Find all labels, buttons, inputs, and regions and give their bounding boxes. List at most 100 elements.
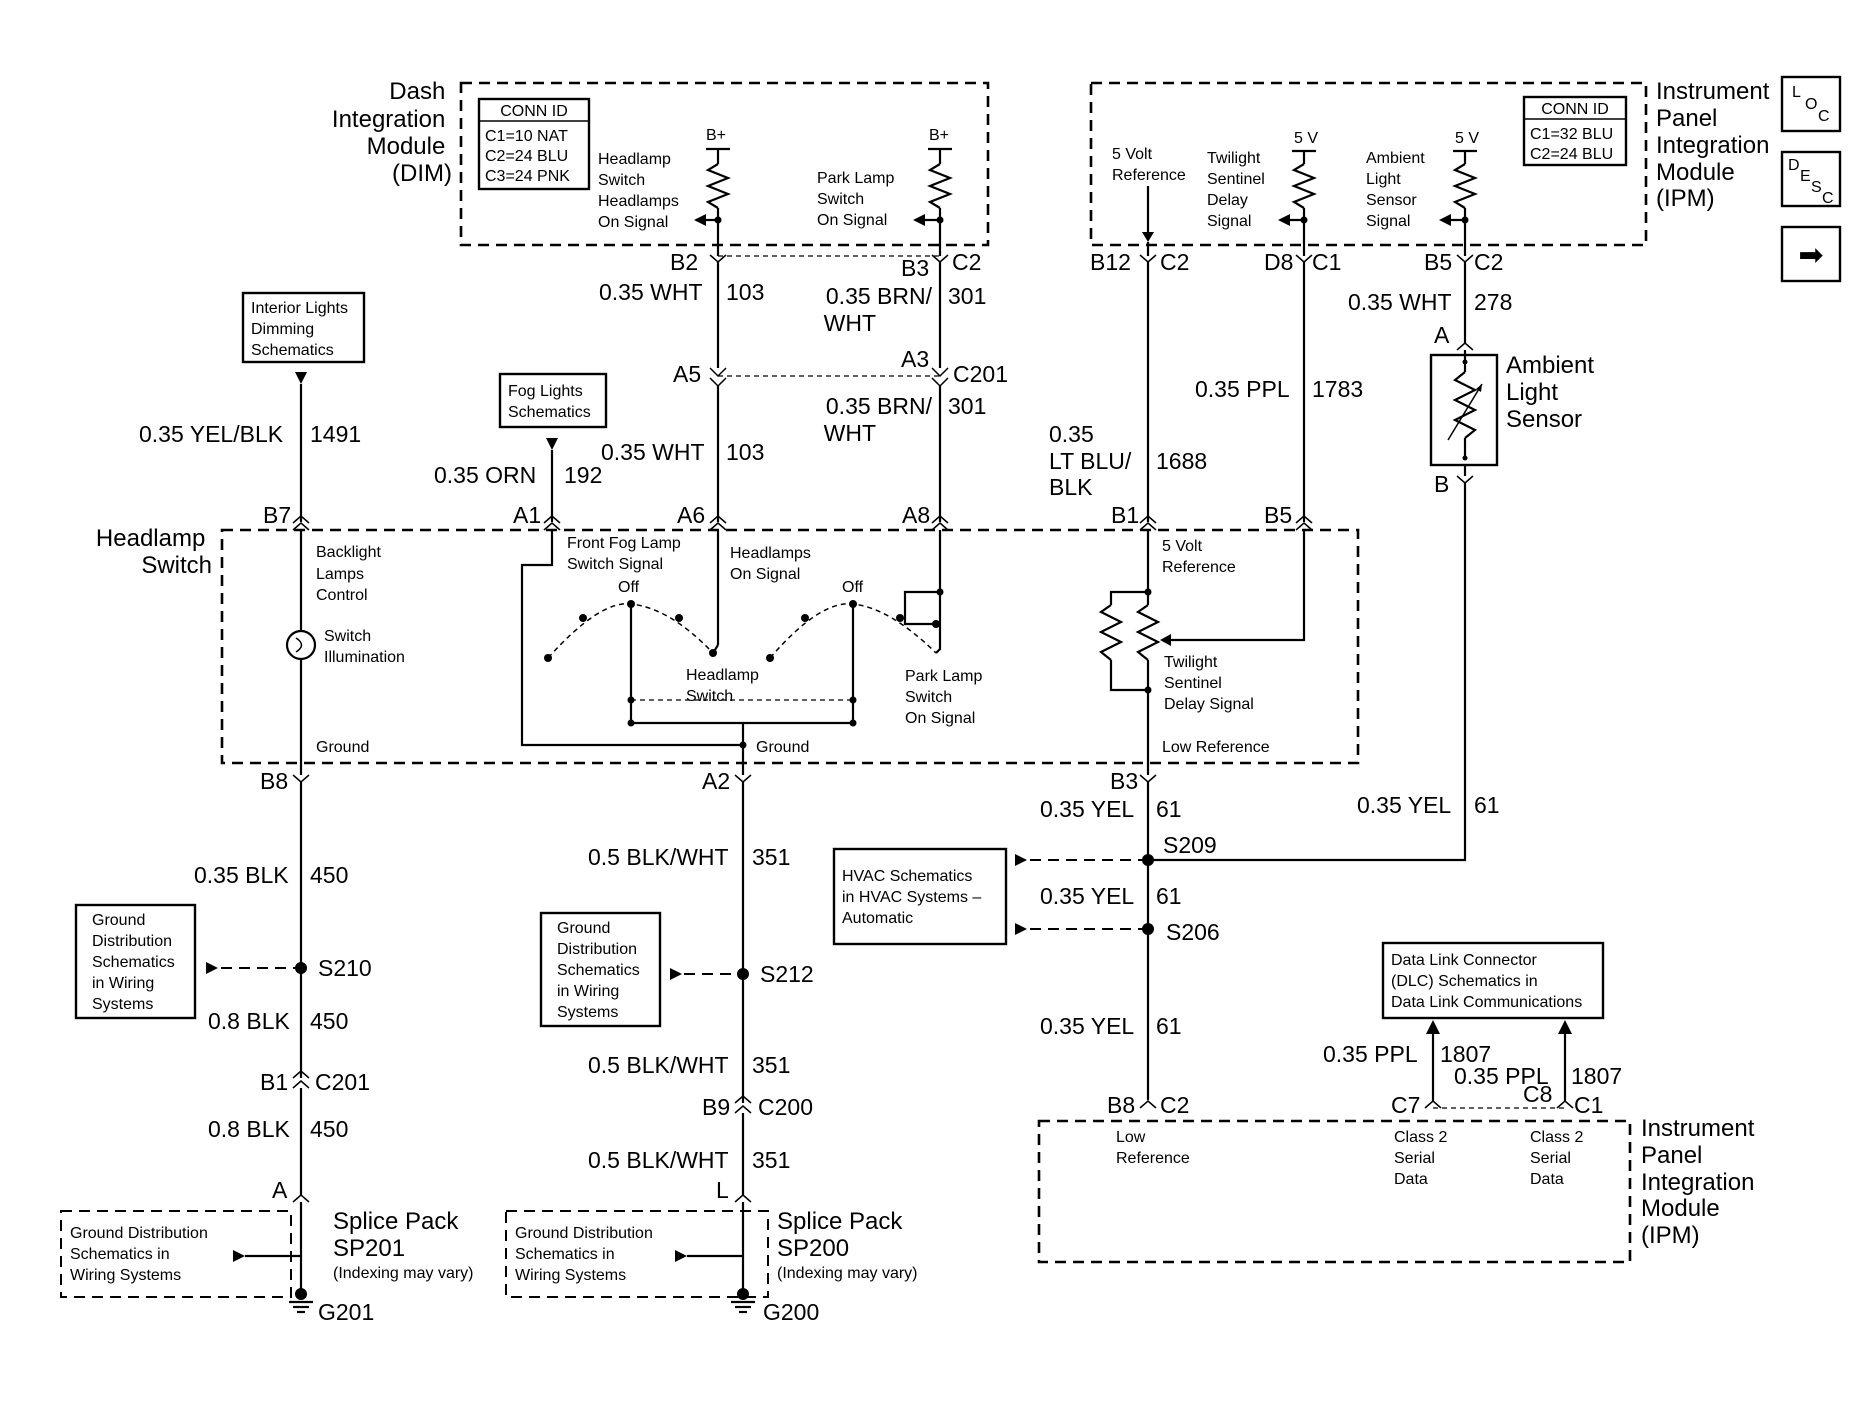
- svg-text:0.5 BLK/WHT: 0.5 BLK/WHT: [588, 844, 729, 870]
- svg-text:G200: G200: [763, 1299, 819, 1325]
- ipm-bottom-title: Instrument Panel Integration Module (IPM…: [1641, 1115, 1761, 1249]
- svg-text:301: 301: [948, 283, 986, 309]
- svg-text:Ground: Ground: [756, 739, 809, 756]
- wire-1807-a: 0.35 PPL 1807: [1323, 1020, 1491, 1101]
- svg-text:0.35 YEL: 0.35 YEL: [1357, 792, 1451, 818]
- svg-text:301: 301: [948, 393, 986, 419]
- svg-text:0.35 WHT: 0.35 WHT: [1348, 289, 1452, 315]
- svg-text:0.35 PPL: 0.35 PPL: [1195, 376, 1290, 402]
- conn-b3-c2: B3: [901, 255, 929, 281]
- ipm-conn-id-box: CONN ID C1=32 BLU C2=24 BLU: [1522, 95, 1628, 167]
- svg-text:0.35 BLK: 0.35 BLK: [194, 862, 289, 888]
- svg-text:C2=24 BLU: C2=24 BLU: [1530, 146, 1613, 163]
- ipm-top-title: Instrument Panel Integration Module (IPM…: [1656, 78, 1776, 212]
- splice-s206-label: S206: [1166, 919, 1220, 945]
- splice-s210-label: S210: [318, 955, 372, 981]
- wire-1783: 0.35 PPL 1783: [1195, 262, 1363, 522]
- headlamp-switch-title: Headlamp Switch: [96, 525, 212, 579]
- svg-text:L: L: [1792, 84, 1801, 101]
- svg-text:0.35 YEL: 0.35 YEL: [1040, 883, 1134, 909]
- svg-text:CONN ID: CONN ID: [500, 103, 568, 120]
- conn-c2-ipm-b: C2: [1474, 249, 1503, 275]
- conn-b8: B8: [260, 768, 288, 794]
- svg-text:1688: 1688: [1156, 448, 1207, 474]
- svg-text:1783: 1783: [1312, 376, 1363, 402]
- svg-text:450: 450: [310, 1116, 348, 1142]
- svg-text:0.35 YEL: 0.35 YEL: [1040, 796, 1134, 822]
- conn-c2-dim: C2: [952, 249, 981, 275]
- conn-c201-top: C201: [953, 361, 1008, 387]
- sp200-pin-l: L: [716, 1177, 729, 1203]
- svg-text:450: 450: [310, 1008, 348, 1034]
- ipm-ambient-label: Ambient Light Sensor Signal: [1366, 150, 1429, 230]
- svg-text:278: 278: [1474, 289, 1512, 315]
- conn-c2-ipm-bottom: C2: [1160, 1092, 1189, 1118]
- dim-headlamp-signal-label: Headlamp Switch Headlamps On Signal: [598, 151, 683, 231]
- ipm-5v-1: 5 V: [1294, 130, 1318, 147]
- wire-278: 0.35 WHT 278: [1348, 262, 1512, 344]
- conn-a8: A8: [902, 502, 930, 528]
- svg-text:103: 103: [726, 279, 764, 305]
- conn-c201-left: C201: [315, 1069, 370, 1095]
- svg-text:D: D: [1788, 157, 1800, 174]
- dim-headlamp-pullup-resistor: [694, 147, 731, 256]
- wire-351-chain: 0.5 BLK/WHT 351 0.5 BLK/WHT 351 0.5 BLK/…: [588, 782, 790, 1196]
- dim-bplus-2: B+: [929, 127, 949, 144]
- wire-103-lower: 0.35 WHT 103: [601, 386, 764, 522]
- svg-text:0.8 BLK: 0.8 BLK: [208, 1008, 290, 1034]
- svg-text:61: 61: [1156, 1013, 1182, 1039]
- wire-61-chain: 0.35 YEL 61 0.35 YEL 61 0.35 YEL 61 0.35…: [1040, 483, 1500, 1100]
- conn-a6: A6: [677, 502, 705, 528]
- wire-1807-b: 0.35 PPL 1807: [1454, 1020, 1622, 1101]
- next-page-button[interactable]: ➡: [1780, 225, 1842, 283]
- dim-module: Dash Integration Module (DIM) CONN ID C1…: [332, 78, 990, 256]
- svg-text:B: B: [1434, 471, 1449, 497]
- svg-text:Off: Off: [618, 579, 640, 596]
- ambient-sensor-title: Ambient Light Sensor: [1506, 352, 1601, 433]
- svg-text:0.35 BRN/WHT: 0.35 BRN/WHT: [824, 283, 933, 336]
- svg-text:450: 450: [310, 862, 348, 888]
- svg-text:C: C: [1822, 190, 1834, 207]
- conn-c1-ipm-bottom: C1: [1574, 1092, 1603, 1118]
- svg-text:S: S: [1811, 179, 1822, 196]
- svg-text:A: A: [1434, 322, 1450, 348]
- svg-text:(Indexing may vary): (Indexing may vary): [333, 1265, 474, 1282]
- conn-c2-ipm-a: C2: [1160, 249, 1189, 275]
- svg-text:0.5 BLK/WHT: 0.5 BLK/WHT: [588, 1147, 729, 1173]
- svg-text:C1=32 BLU: C1=32 BLU: [1530, 126, 1613, 143]
- arrow-right-icon: ➡: [1798, 239, 1823, 272]
- ipm-ambient-pullup-resistor: [1439, 149, 1478, 256]
- conn-a2: A2: [702, 768, 730, 794]
- ipm-5v-2: 5 V: [1455, 130, 1479, 147]
- splice-s206: [1142, 923, 1154, 935]
- location-button[interactable]: L O C: [1780, 75, 1842, 133]
- description-button[interactable]: D E S C: [1780, 150, 1842, 208]
- conn-c8: C8: [1523, 1081, 1552, 1107]
- svg-text:351: 351: [752, 1052, 790, 1078]
- svg-text:E: E: [1800, 168, 1811, 185]
- conn-b5: B5: [1264, 502, 1292, 528]
- splice-s212: [737, 968, 749, 980]
- wire-103-upper: 0.35 WHT 103: [599, 262, 764, 368]
- dim-park-signal-label: Park Lamp Switch On Signal: [817, 170, 899, 229]
- ipm-bottom-module: Instrument Panel Integration Module (IPM…: [1037, 1115, 1761, 1264]
- svg-text:61: 61: [1156, 796, 1182, 822]
